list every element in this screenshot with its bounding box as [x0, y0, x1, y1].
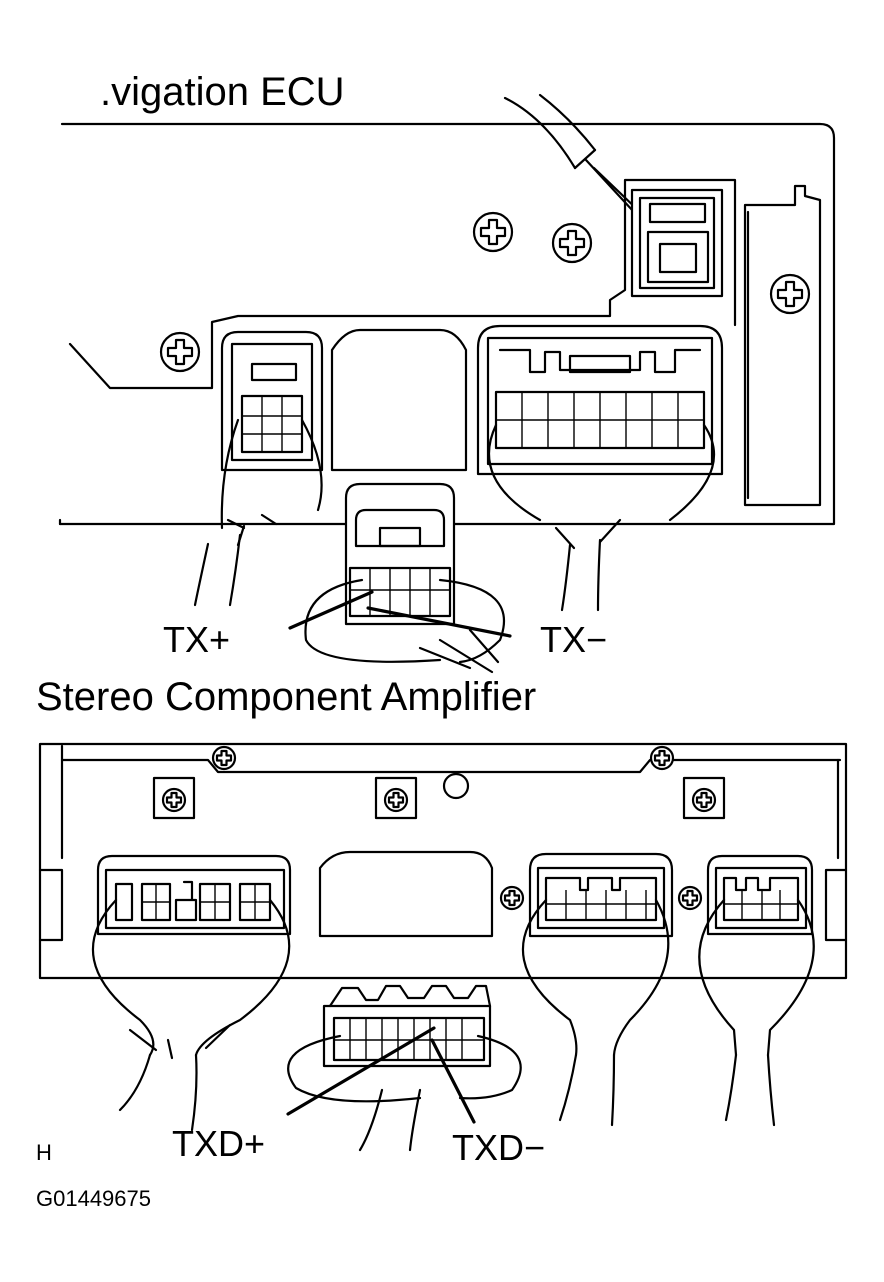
- blank-connector: [318, 850, 494, 938]
- amp-connector-center-right: [528, 852, 674, 938]
- connector-left: [220, 330, 324, 472]
- txd-plus-leader: [286, 1026, 436, 1116]
- tx-plus-leader: [288, 590, 374, 630]
- hole: [442, 772, 470, 800]
- small-port: [630, 188, 724, 298]
- amp-connector-right: [706, 854, 814, 936]
- corner-mark: H: [36, 1140, 52, 1165]
- tx-minus-label: TX−: [540, 619, 607, 660]
- stereo-amplifier-unit: [38, 742, 848, 1132]
- screw-icon: [211, 745, 237, 771]
- bracket-screw-3: [682, 776, 726, 820]
- tx-plus-label: TX+: [163, 619, 230, 660]
- screw-icon: [677, 885, 703, 911]
- screw-icon: [649, 745, 675, 771]
- tx-minus-leader: [366, 606, 512, 638]
- connector-under-test: [304, 482, 506, 664]
- txd-minus-leader: [430, 1038, 476, 1124]
- screw-icon: [551, 222, 593, 264]
- figure-id: G01449675: [36, 1186, 151, 1211]
- screw-icon: [499, 885, 525, 911]
- stereo-amp-title: Stereo Component Amplifier: [36, 675, 536, 719]
- txd-minus-label: TXD−: [452, 1127, 545, 1168]
- screw-icon: [769, 273, 811, 315]
- screw-icon: [472, 211, 514, 253]
- connector-right: [476, 324, 724, 476]
- navigation-ecu-title: .vigation ECU: [100, 70, 345, 114]
- bracket-screw-2: [374, 776, 418, 820]
- screw-icon: [159, 331, 201, 373]
- amp-connector-under-test: [287, 984, 522, 1152]
- blank-connector: [330, 328, 468, 472]
- bracket-screw-1: [152, 776, 196, 820]
- amp-connector-left: [96, 854, 292, 936]
- navigation-ecu-unit: [58, 93, 836, 612]
- txd-plus-label: TXD+: [172, 1123, 265, 1164]
